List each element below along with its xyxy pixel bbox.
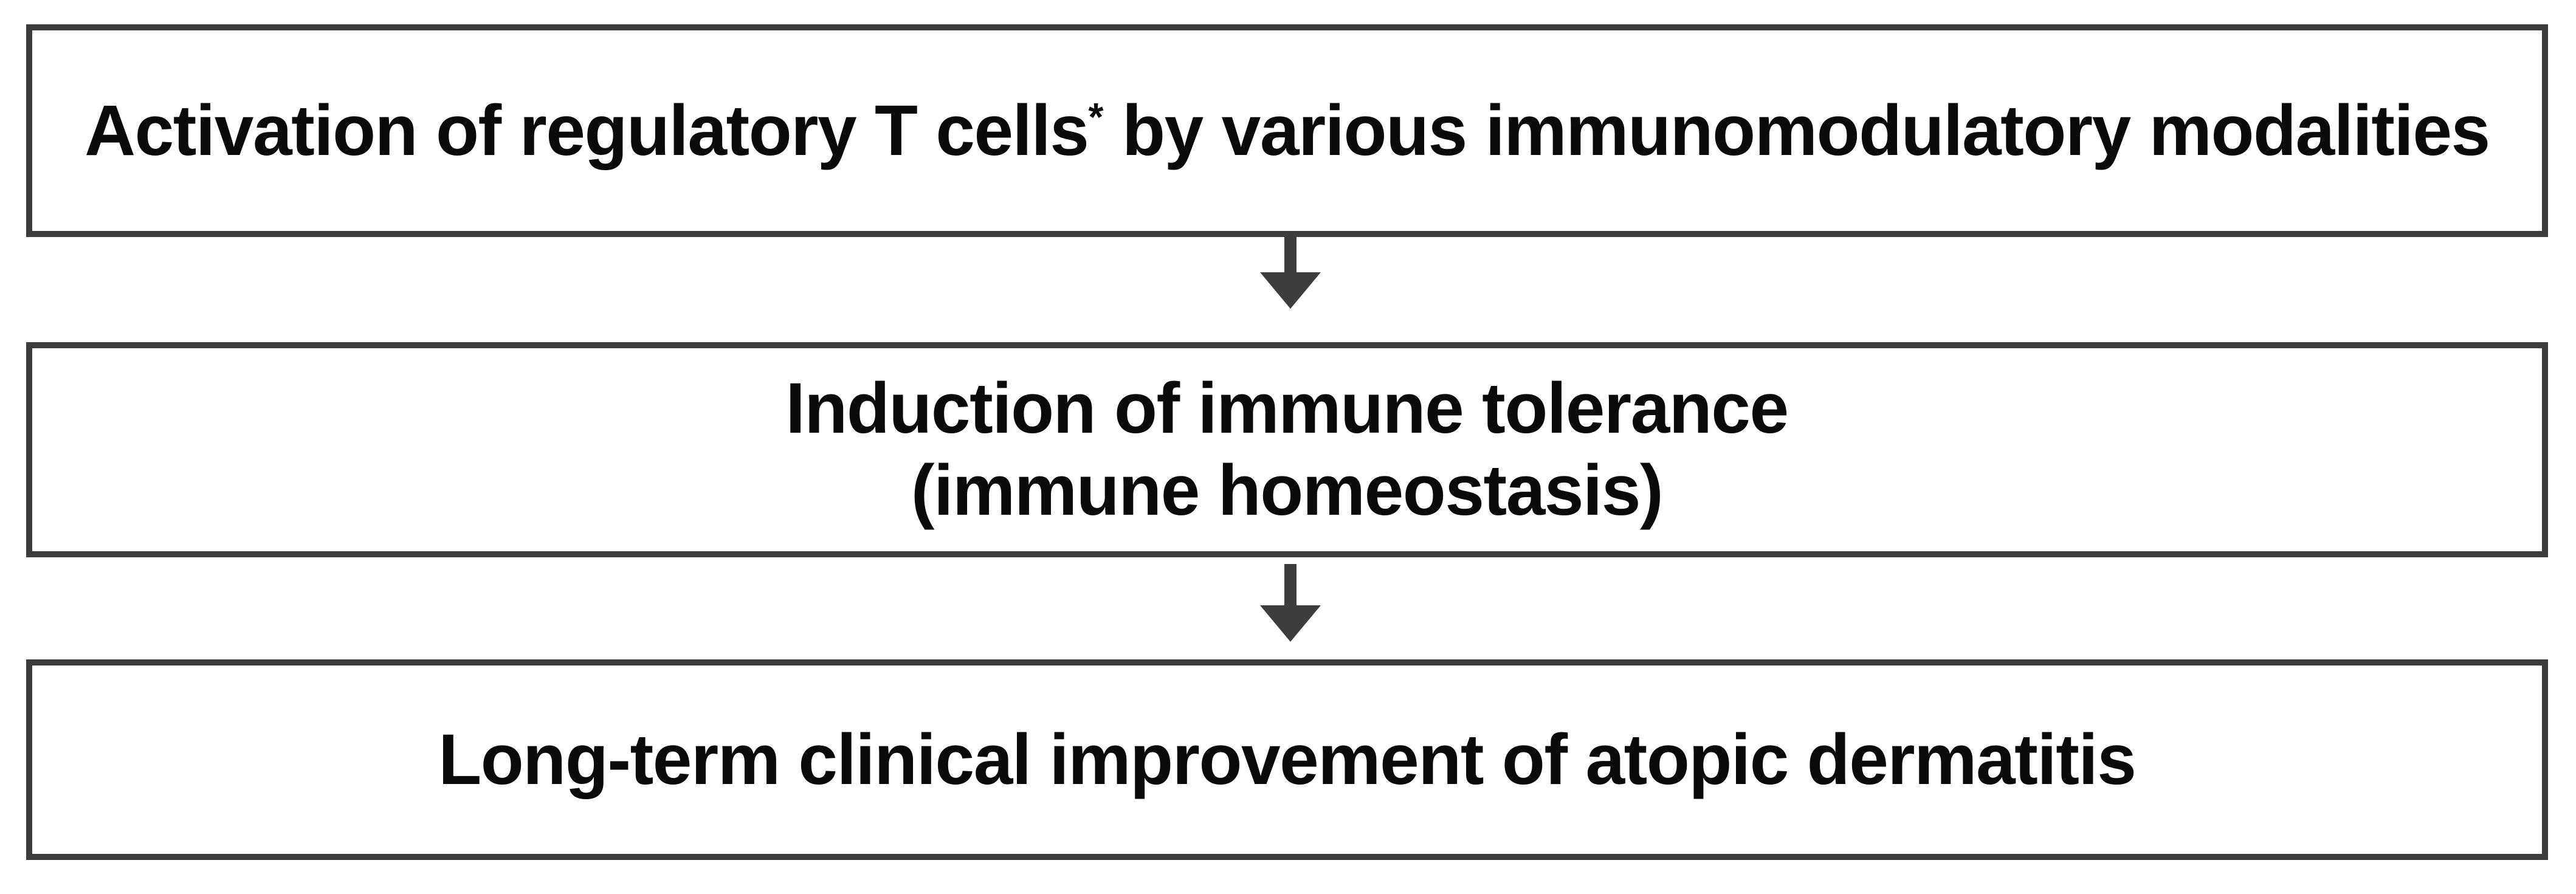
down-arrow-icon [1260,231,1321,310]
flow-box-1-label: Activation of regulatory T cells* by var… [84,90,2490,172]
flow-box-1-text-suffix: by various immunomodulatory modalities [1103,90,2490,171]
down-arrow-icon [1260,564,1321,643]
footnote-asterisk-marker: * [1088,94,1104,139]
flow-box-1-text-prefix: Activation of regulatory T cells [84,90,1089,171]
flow-box-induction-of-immune-tolerance: Induction of immune tolerance (immune ho… [26,342,2548,557]
flow-box-long-term-clinical-improvement: Long-term clinical improvement of atopic… [26,659,2548,860]
flow-box-3-label: Long-term clinical improvement of atopic… [438,719,2137,800]
flow-box-2-label: Induction of immune tolerance (immune ho… [785,368,1789,531]
flow-box-activation-of-tregs: Activation of regulatory T cells* by var… [26,24,2548,237]
